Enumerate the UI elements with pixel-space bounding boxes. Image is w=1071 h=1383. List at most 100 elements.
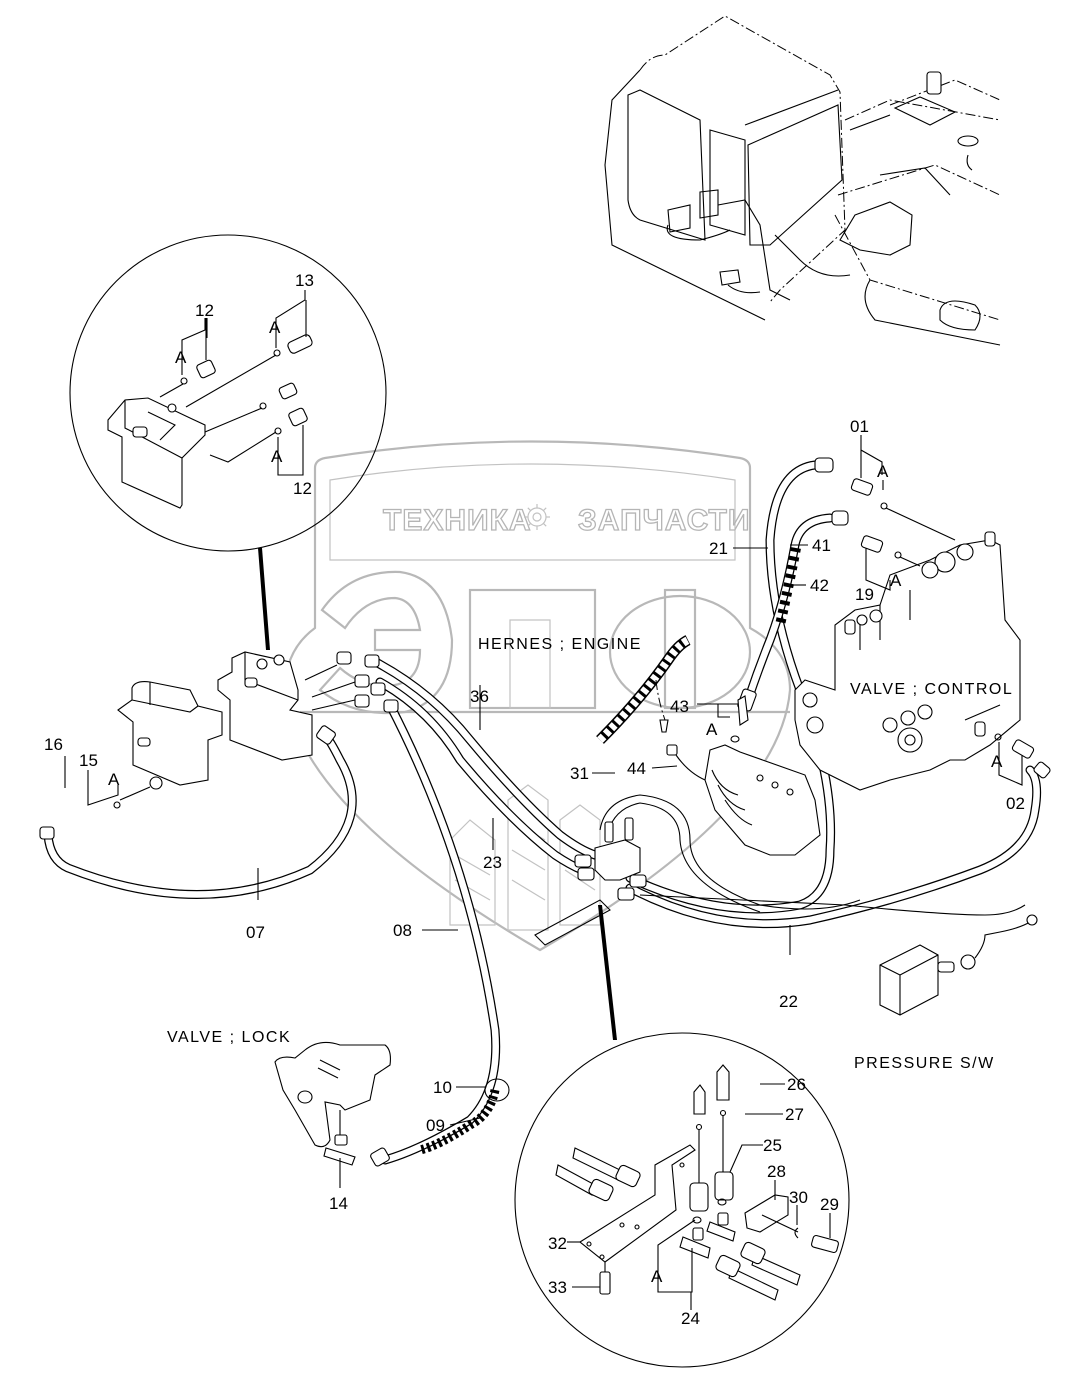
bracket-32 (579, 1144, 696, 1263)
part-label-02[interactable]: 02 (1006, 794, 1025, 813)
part-label-32[interactable]: 32 (548, 1234, 567, 1253)
caption-harness-engine: HERNES ; ENGINE (478, 636, 642, 653)
part-label-24[interactable]: 24 (681, 1309, 700, 1328)
detail-marker-a: A (651, 1267, 663, 1286)
detail-marker-a: A (991, 752, 1003, 771)
travel-pilot-valve (704, 744, 821, 856)
tee-fitting-24 (679, 1236, 711, 1259)
part-label-07[interactable]: 07 (246, 923, 265, 942)
fitting-26 (716, 1064, 730, 1101)
overview-lock-valve (719, 269, 741, 286)
pilot-valve-left (113, 681, 223, 809)
pilot-valve-exploded (107, 397, 206, 509)
part-label-10[interactable]: 10 (433, 1078, 452, 1097)
fitting-12-bottom (288, 407, 308, 427)
bolt-29 (811, 1234, 839, 1254)
part-label-31[interactable]: 31 (570, 764, 589, 783)
fitting-02 (1011, 739, 1035, 759)
fitting-19 (860, 535, 884, 553)
part-label-42[interactable]: 42 (810, 576, 829, 595)
part-label-16[interactable]: 16 (44, 735, 63, 754)
overview-pilot-valve-left (667, 204, 691, 233)
detail-marker-a: A (706, 720, 718, 739)
elbow-fitting (336, 651, 352, 665)
clamp-28 (744, 1194, 789, 1233)
part-label-19[interactable]: 19 (855, 585, 874, 604)
tee-fitting-14 (334, 1134, 348, 1146)
hose-31 (599, 794, 861, 910)
part-label-30[interactable]: 30 (789, 1188, 808, 1207)
clamp-10 (484, 1078, 510, 1102)
detail-circle-junction (514, 1032, 850, 1368)
clip-30 (794, 1227, 799, 1239)
detail-marker-a: A (271, 447, 283, 466)
part-label-12[interactable]: 12 (195, 301, 214, 320)
watermark-text-left: ТЕХНИКА (383, 504, 532, 537)
part-label-09[interactable]: 09 (426, 1116, 445, 1135)
part-label-36[interactable]: 36 (470, 687, 489, 706)
part-label-28[interactable]: 28 (767, 1162, 786, 1181)
fitting-01 (850, 478, 874, 496)
part-label-44[interactable]: 44 (627, 759, 646, 778)
cab-outline (639, 15, 846, 303)
overview-control-valve (839, 201, 913, 256)
part-label-25[interactable]: 25 (763, 1136, 782, 1155)
detail-marker-a: A (877, 462, 889, 481)
part-label-12[interactable]: 12 (293, 479, 312, 498)
bolt-33 (599, 1271, 611, 1295)
part-label-27[interactable]: 27 (785, 1105, 804, 1124)
captions: HERNES ; ENGINE VALVE ; CONTROL VALVE ; … (167, 636, 1012, 1072)
part-label-26[interactable]: 26 (787, 1075, 806, 1094)
sleeve-25 (714, 1171, 734, 1201)
mounting-bracket (534, 899, 611, 946)
detail-marker-a: A (175, 348, 187, 367)
detail-circle-pilot-valve: A A A (69, 234, 387, 650)
pilot-valve-right (217, 651, 313, 761)
part-label-21[interactable]: 21 (709, 539, 728, 558)
lock-valve (274, 1041, 391, 1166)
detail-circle-outline (69, 234, 387, 552)
detail-pointer (598, 905, 617, 1040)
caption-pressure-switch: PRESSURE S/W (854, 1055, 995, 1072)
part-label-22[interactable]: 22 (779, 992, 798, 1011)
watermark: ТЕХНИКА ЗАПЧАСТИ (283, 440, 792, 952)
overview-pilot-valve-right (699, 189, 719, 219)
detail-marker-a: A (269, 318, 281, 337)
part-label-01[interactable]: 01 (850, 417, 869, 436)
watermark-letter-l-inner (509, 619, 551, 709)
watermark-letter-f-stem (663, 588, 697, 710)
part-label-33[interactable]: 33 (548, 1278, 567, 1297)
detail-marker-a: A (108, 770, 120, 789)
caption-valve-lock: VALVE ; LOCK (167, 1029, 291, 1046)
leader-lines (64, 318, 1023, 1310)
watermark-letter-e (318, 570, 454, 715)
cab-door-window (709, 129, 746, 236)
detail-circle-outline (514, 1032, 850, 1368)
part-label-29[interactable]: 29 (820, 1195, 839, 1214)
cab-front-window (747, 104, 843, 246)
part-label-41[interactable]: 41 (812, 536, 831, 555)
fitting-43 (737, 695, 749, 726)
fitting-13 (287, 334, 313, 354)
hoses (39, 457, 1042, 1167)
gear-icon (524, 504, 550, 530)
hose-07-end-fitting (39, 826, 55, 840)
part-label-13[interactable]: 13 (295, 271, 314, 290)
part-labels[interactable]: 12 13 12 16 15 A 07 08 10 09 14 36 23 31… (44, 271, 1025, 1328)
part-label-14[interactable]: 14 (329, 1194, 348, 1213)
excavator-overview (604, 15, 1001, 346)
detail-pointer (258, 548, 270, 650)
junction-block (534, 817, 647, 1040)
part-label-15[interactable]: 15 (79, 751, 98, 770)
part-label-43[interactable]: 43 (670, 697, 689, 716)
pressure-switch (879, 914, 1038, 1016)
watermark-text-right: ЗАПЧАСТИ (578, 504, 750, 537)
part-label-08[interactable]: 08 (393, 921, 412, 940)
hose-21-end-fitting (814, 457, 834, 473)
cab-side-window (627, 89, 706, 241)
hose-09-spiral-guard (418, 1088, 500, 1155)
part-label-23[interactable]: 23 (483, 853, 502, 872)
fitting-12-top (196, 359, 216, 379)
hose-42-end-fitting (831, 510, 849, 526)
